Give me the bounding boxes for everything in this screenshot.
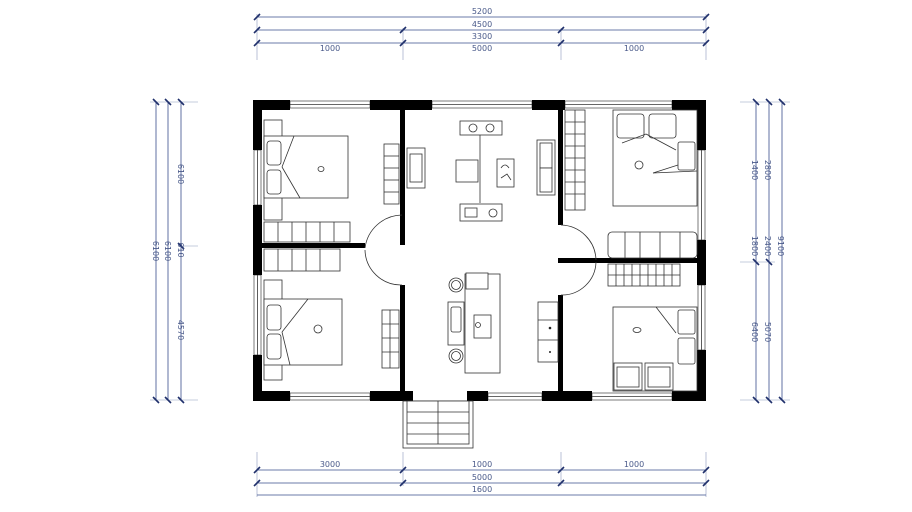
windows	[253, 100, 706, 401]
dim-top-third: 3300	[472, 32, 492, 41]
dim-right-seg-3: 6400	[750, 322, 759, 342]
door-swings	[364, 214, 597, 296]
dim-left-second: 6100	[163, 241, 172, 261]
dim-right-overall: 9100	[776, 236, 785, 256]
dim-left-overall: 6100	[151, 241, 160, 261]
bedroom-top-left	[263, 119, 400, 243]
dim-left-seg-2: 610	[176, 242, 185, 257]
dim-left-seg-1: 6100	[176, 164, 185, 184]
dim-right-second-1: 2800	[763, 160, 772, 180]
walls	[253, 100, 706, 401]
dim-left-seg-3: 4570	[176, 320, 185, 340]
kitchen-area	[447, 272, 559, 374]
dim-top-seg-2: 5000	[472, 44, 492, 53]
dim-top-second: 4500	[472, 20, 492, 29]
top-dimensions: 5200 4500 3300 1000 5000 1000	[253, 7, 710, 60]
bedroom-bottom-left	[263, 248, 400, 381]
dim-bottom-seg-1: 3000	[320, 460, 340, 469]
dim-top-overall: 5200	[472, 7, 492, 16]
entry-steps	[402, 400, 474, 449]
dim-right-seg-2: 1800	[750, 236, 759, 256]
dim-top-seg-3: 1000	[624, 44, 644, 53]
right-dimensions: 1400 1800 6400 2800 2400 5070 9100	[740, 98, 790, 404]
living-area	[406, 120, 556, 222]
bedroom-bottom-right	[607, 263, 698, 392]
left-dimensions: 6100 6100 6100 610 4570	[150, 98, 198, 404]
dim-top-seg-1: 1000	[320, 44, 340, 53]
dim-right-second-2: 2400	[763, 236, 772, 256]
dim-bottom-seg-3: 1000	[624, 460, 644, 469]
dim-bottom-overall: 1600	[472, 485, 492, 494]
bedroom-top-right	[564, 109, 698, 259]
dim-bottom-seg-2: 1000	[472, 460, 492, 469]
dim-bottom-second: 5000	[472, 473, 492, 482]
dim-right-seg-1: 1400	[750, 160, 759, 180]
dim-right-second-3: 5070	[763, 322, 772, 342]
bottom-dimensions: 3000 1000 1000 5000 1600	[253, 452, 710, 497]
